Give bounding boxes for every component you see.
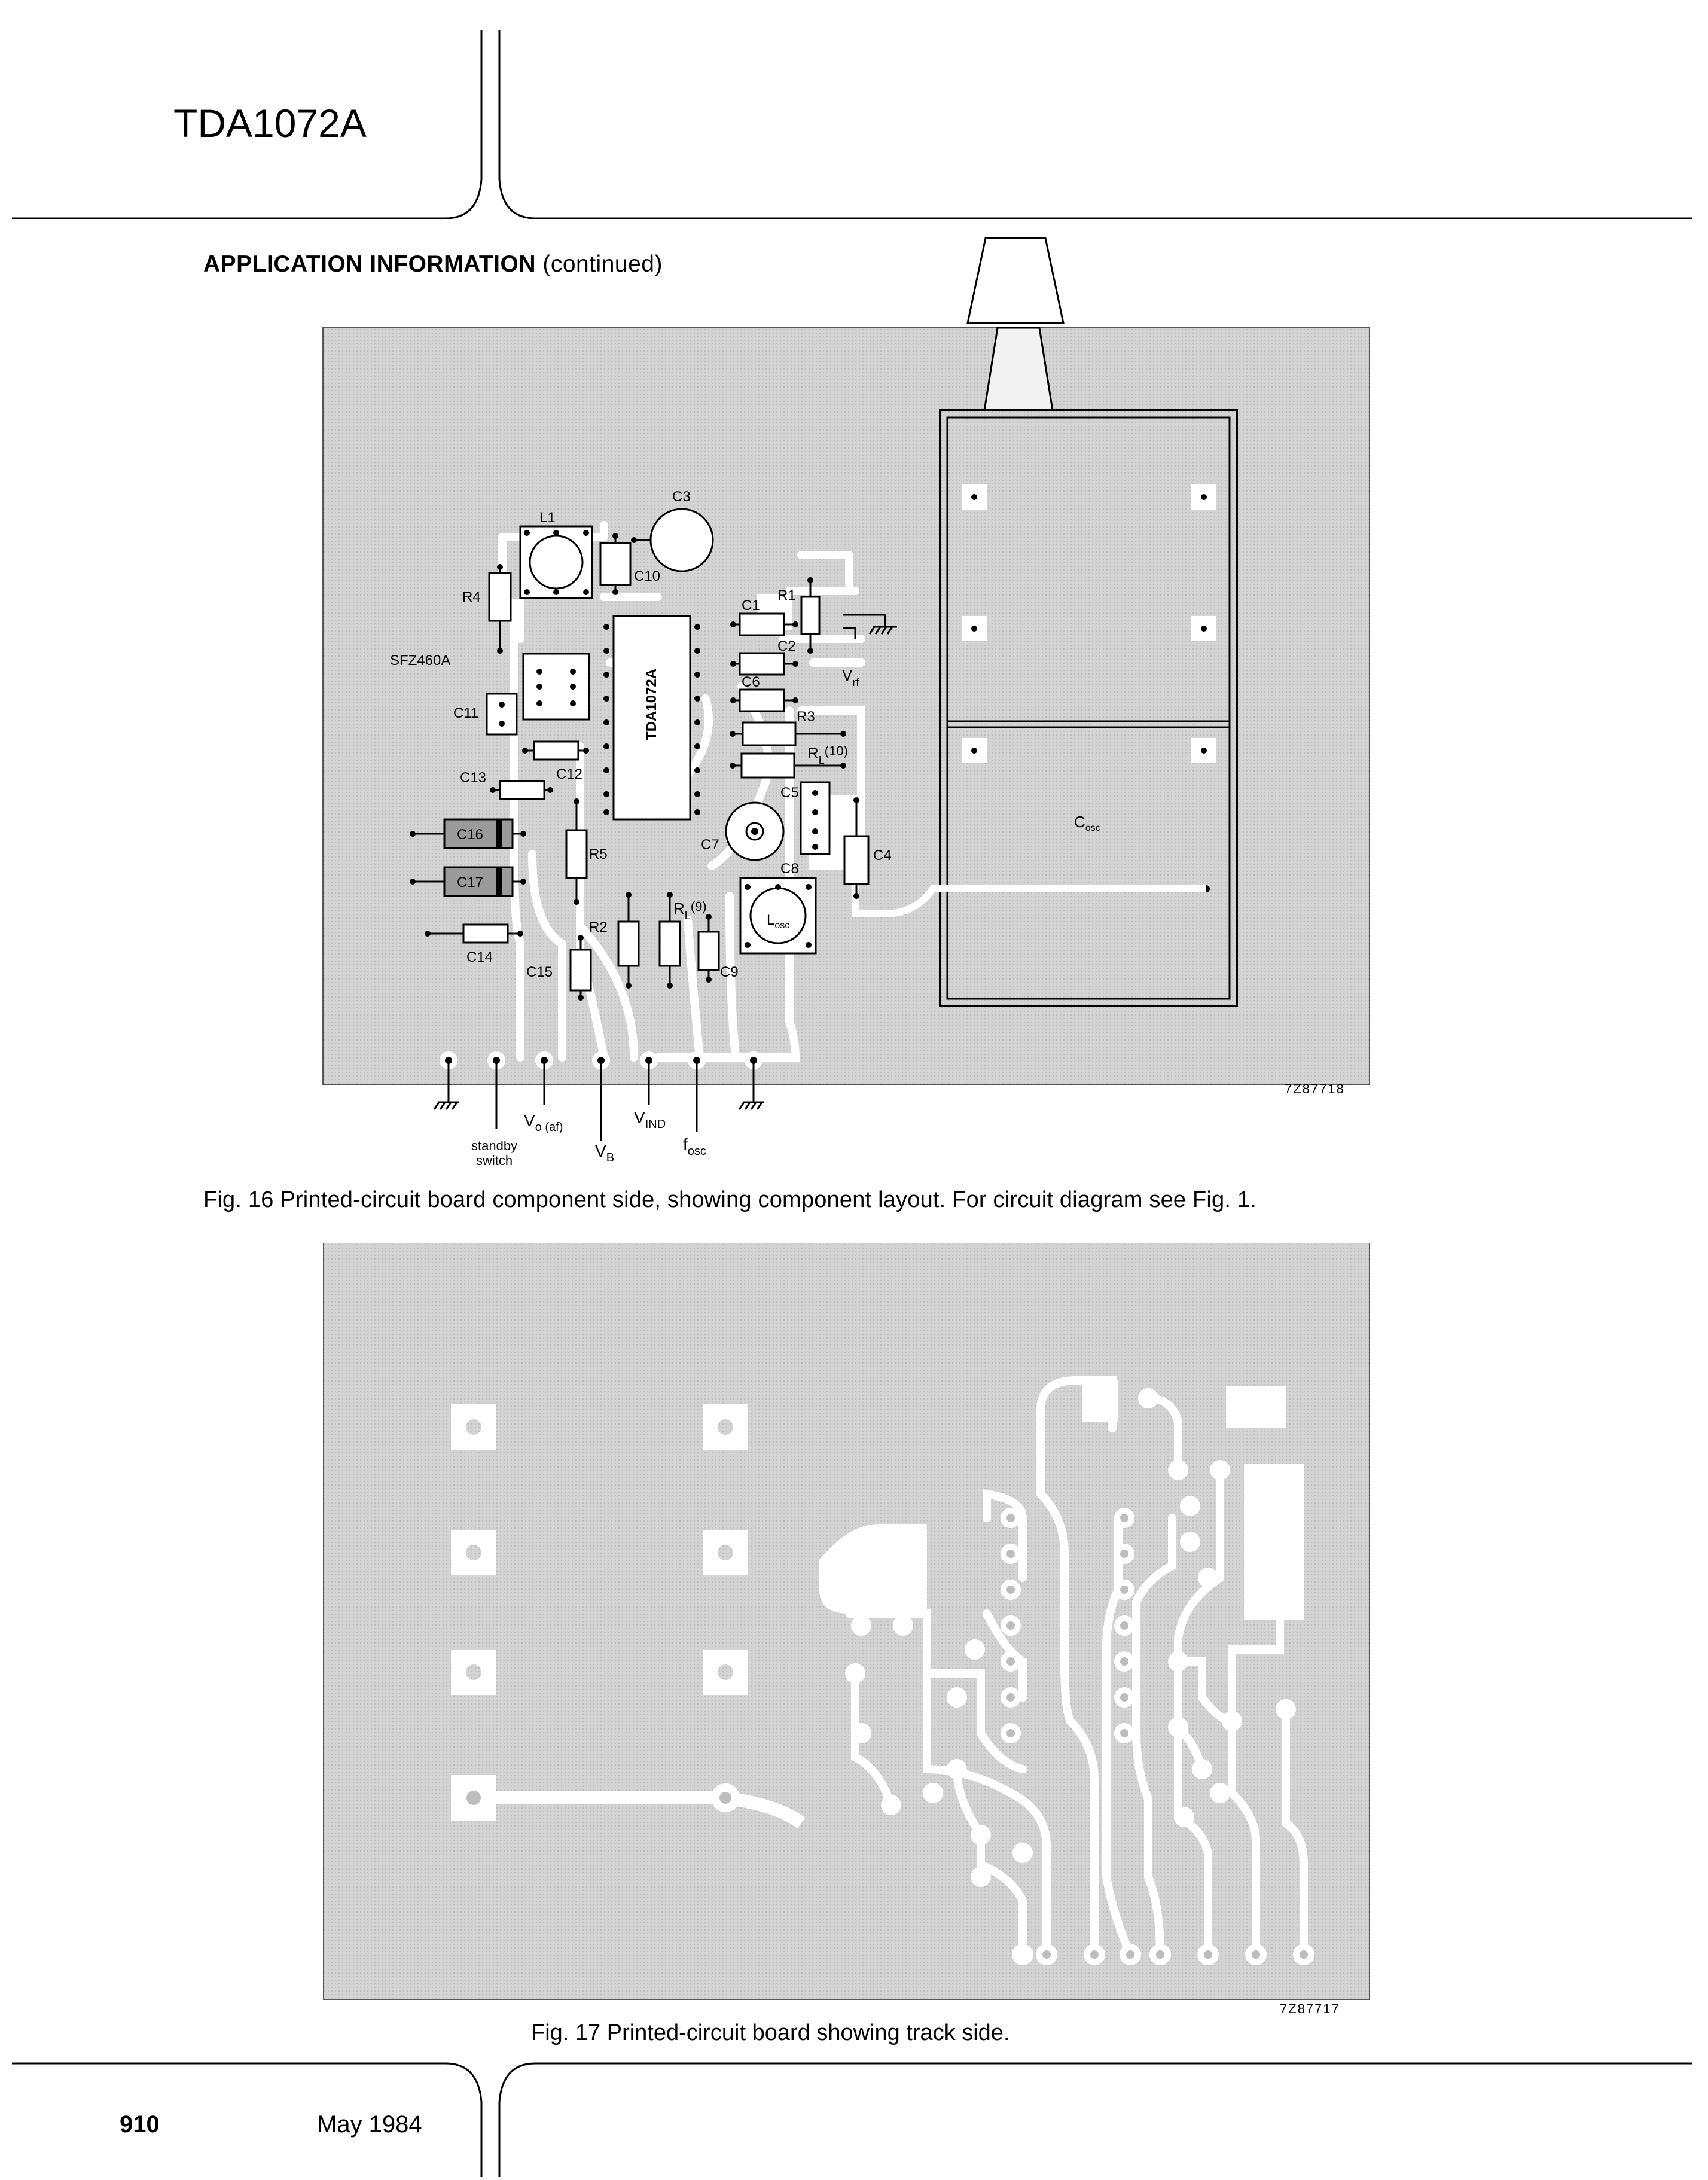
label-c13: C13 xyxy=(460,770,486,786)
label-fosc: fosc xyxy=(683,1135,706,1158)
label-vind: VIND xyxy=(634,1108,666,1131)
label-rl10: RL(10) xyxy=(807,743,848,766)
label-standby: standby xyxy=(471,1138,517,1153)
label-c12: C12 xyxy=(556,766,582,782)
label-c6: C6 xyxy=(742,674,760,690)
label-c4: C4 xyxy=(873,847,892,864)
fig16-caption: Fig. 16 Printed-circuit board component … xyxy=(203,1187,1256,1212)
label-c7: C7 xyxy=(701,837,719,853)
label-c17: C17 xyxy=(457,874,483,891)
label-c1: C1 xyxy=(742,597,760,614)
header-frame xyxy=(12,30,1692,219)
label-c15: C15 xyxy=(526,964,553,980)
label-switch: switch xyxy=(476,1153,513,1168)
label-c3: C3 xyxy=(672,489,691,505)
fig16-code: 7Z87718 xyxy=(1285,1081,1345,1096)
tuning-knob xyxy=(966,237,1065,324)
footer-frame xyxy=(12,2062,1692,2177)
label-sfz460a: SFZ460A xyxy=(390,653,450,669)
label-c9: C9 xyxy=(720,964,739,980)
terminal-pads xyxy=(440,1051,762,1069)
label-c11: C11 xyxy=(453,705,478,721)
label-vo-af: Vo (af) xyxy=(524,1111,563,1134)
copper-areas xyxy=(819,1380,1304,1620)
variable-capacitor-body xyxy=(939,409,1238,1007)
section-heading-suffix: (continued) xyxy=(542,251,663,277)
label-r4: R4 xyxy=(462,589,481,605)
label-c5: C5 xyxy=(780,785,799,801)
label-vrf: Vrf xyxy=(842,666,859,688)
label-rl9: RL(9) xyxy=(673,899,707,922)
label-losc: Losc xyxy=(767,912,789,931)
label-r1: R1 xyxy=(777,587,796,603)
label-vb: VB xyxy=(595,1142,614,1164)
label-r2: R2 xyxy=(589,919,608,935)
section-heading-text: APPLICATION INFORMATION xyxy=(203,251,536,277)
pcb-board-track-side xyxy=(323,1243,1370,2000)
label-c16: C16 xyxy=(457,827,483,843)
label-c8: C8 xyxy=(780,861,799,877)
ground-symbol-vrf xyxy=(843,614,897,635)
label-c2: C2 xyxy=(777,638,796,654)
pcb-track-side-figure xyxy=(323,1243,1370,2000)
label-c10: C10 xyxy=(634,568,660,584)
label-r3: R3 xyxy=(797,709,815,725)
pcb-component-side-figure: L1 C3 R4 C10 SFZ460A C1 R1 C2 C6 R3 C11 … xyxy=(322,237,1370,1168)
label-l1: L1 xyxy=(539,510,556,526)
ic-label: TDA1072A xyxy=(643,669,660,740)
fig17-code: 7Z87717 xyxy=(1280,2001,1340,2016)
copper-tracks xyxy=(845,1376,1308,1959)
section-heading: APPLICATION INFORMATION (continued) xyxy=(203,251,663,278)
label-cosc: Cosc xyxy=(1074,813,1100,833)
fig17-caption: Fig. 17 Printed-circuit board showing tr… xyxy=(531,2020,1010,2045)
page-number: 910 xyxy=(120,2111,160,2138)
pcb-board xyxy=(322,327,1370,1085)
document-title: TDA1072A xyxy=(173,101,367,145)
label-r5: R5 xyxy=(589,846,608,862)
label-c14: C14 xyxy=(466,949,493,965)
publication-date: May 1984 xyxy=(317,2111,422,2138)
